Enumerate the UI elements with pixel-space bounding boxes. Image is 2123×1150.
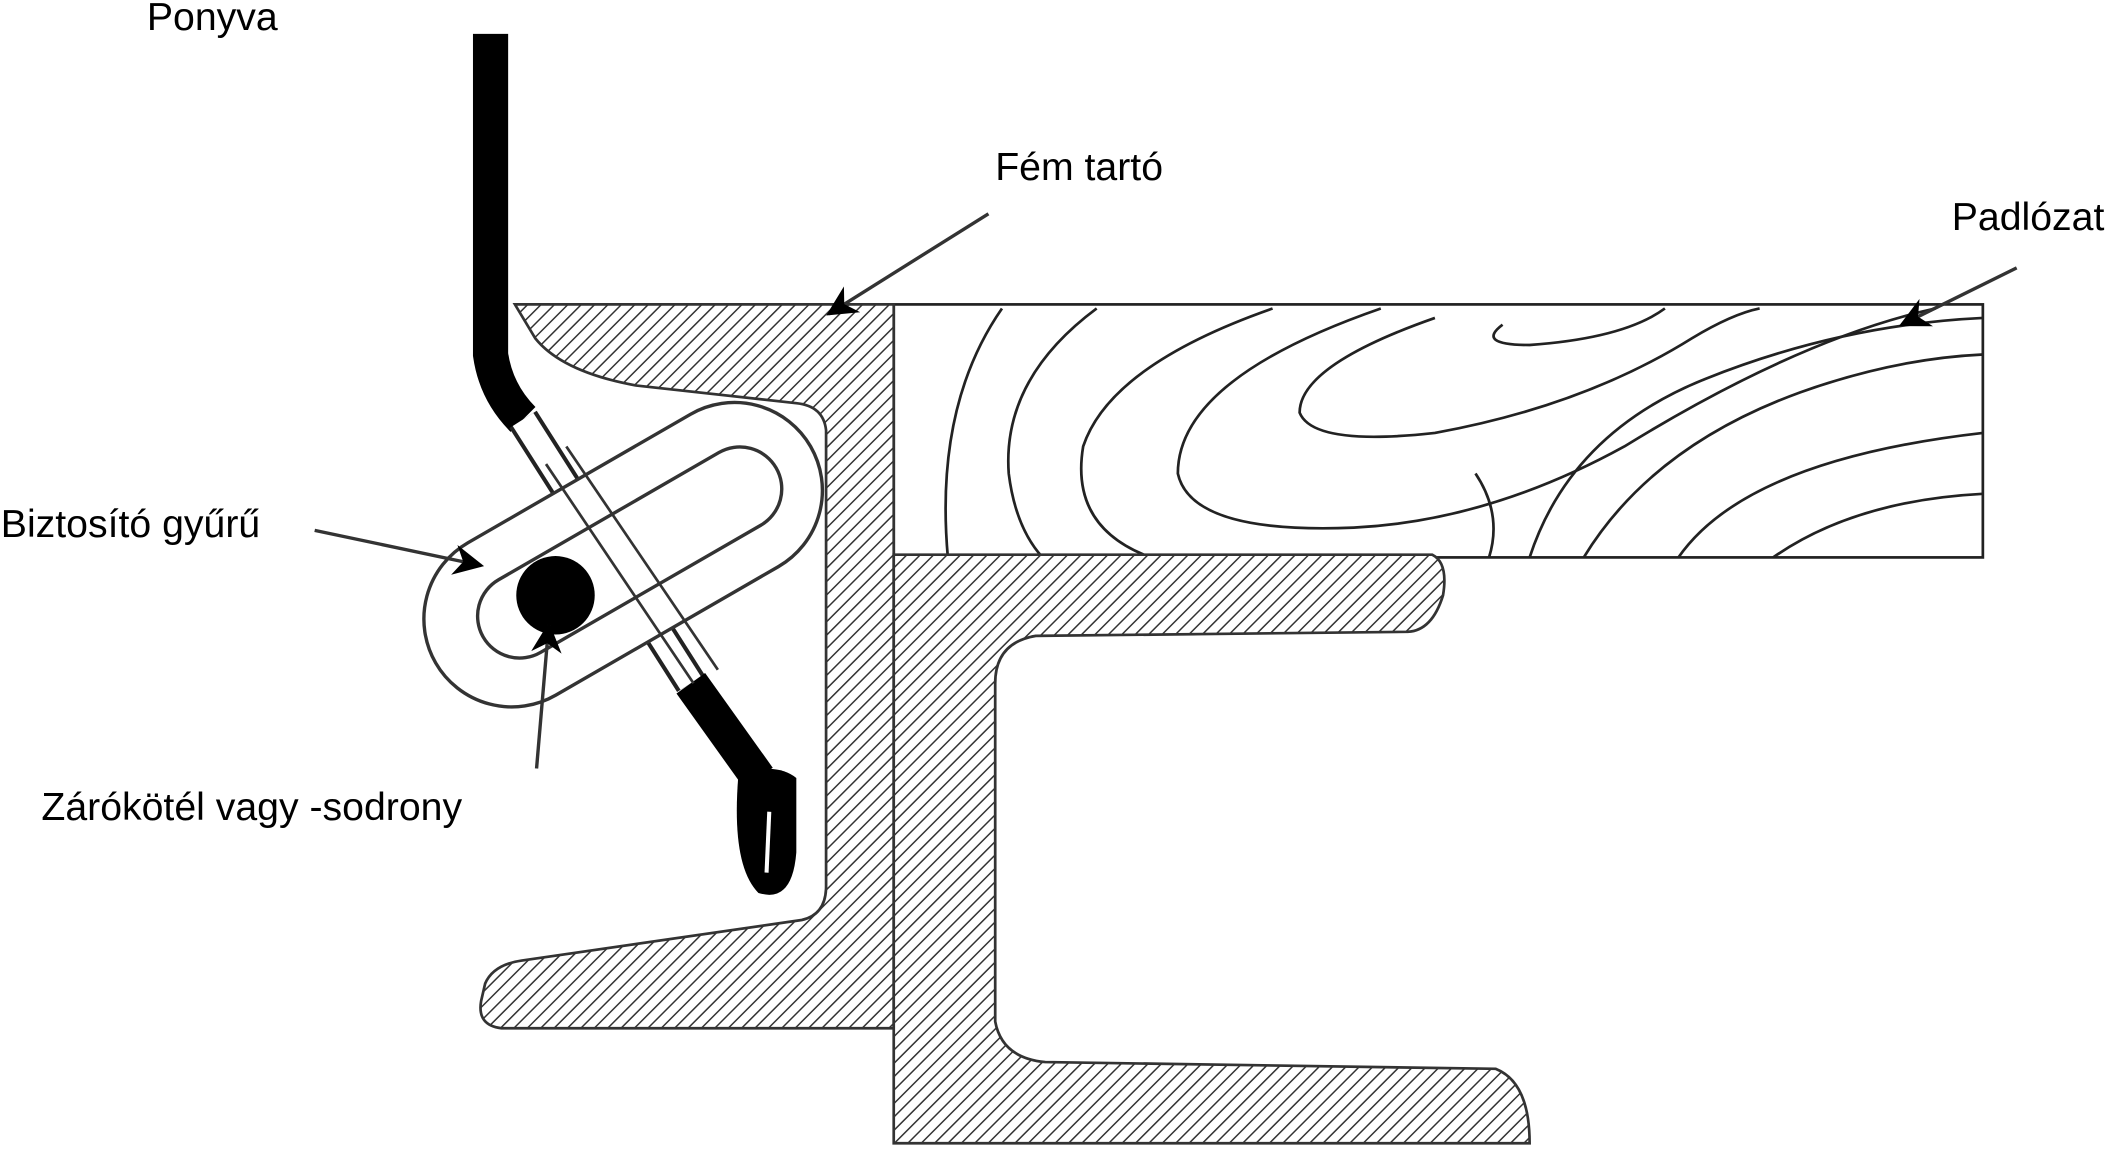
- safety-ring-arrow: [314, 528, 485, 575]
- c-channel-profile: [892, 553, 1531, 1145]
- locking-rope-arrow: [531, 622, 562, 769]
- label-metal-support: Fém tartó: [995, 145, 1163, 189]
- floor-plank: [892, 303, 1985, 559]
- label-locking-rope: Zárókötél vagy -sodrony: [41, 785, 462, 829]
- locking-rope-cross-section: [516, 556, 595, 635]
- label-floor: Padlózat: [1952, 195, 2105, 239]
- floor-arrow: [1898, 266, 2018, 327]
- label-tarp: Ponyva: [147, 0, 278, 39]
- metal-support-arrow: [826, 212, 990, 316]
- metal-support-profile: [479, 303, 896, 1030]
- safety-ring: [422, 400, 825, 709]
- label-safety-ring: Biztosító gyűrű: [1, 502, 260, 546]
